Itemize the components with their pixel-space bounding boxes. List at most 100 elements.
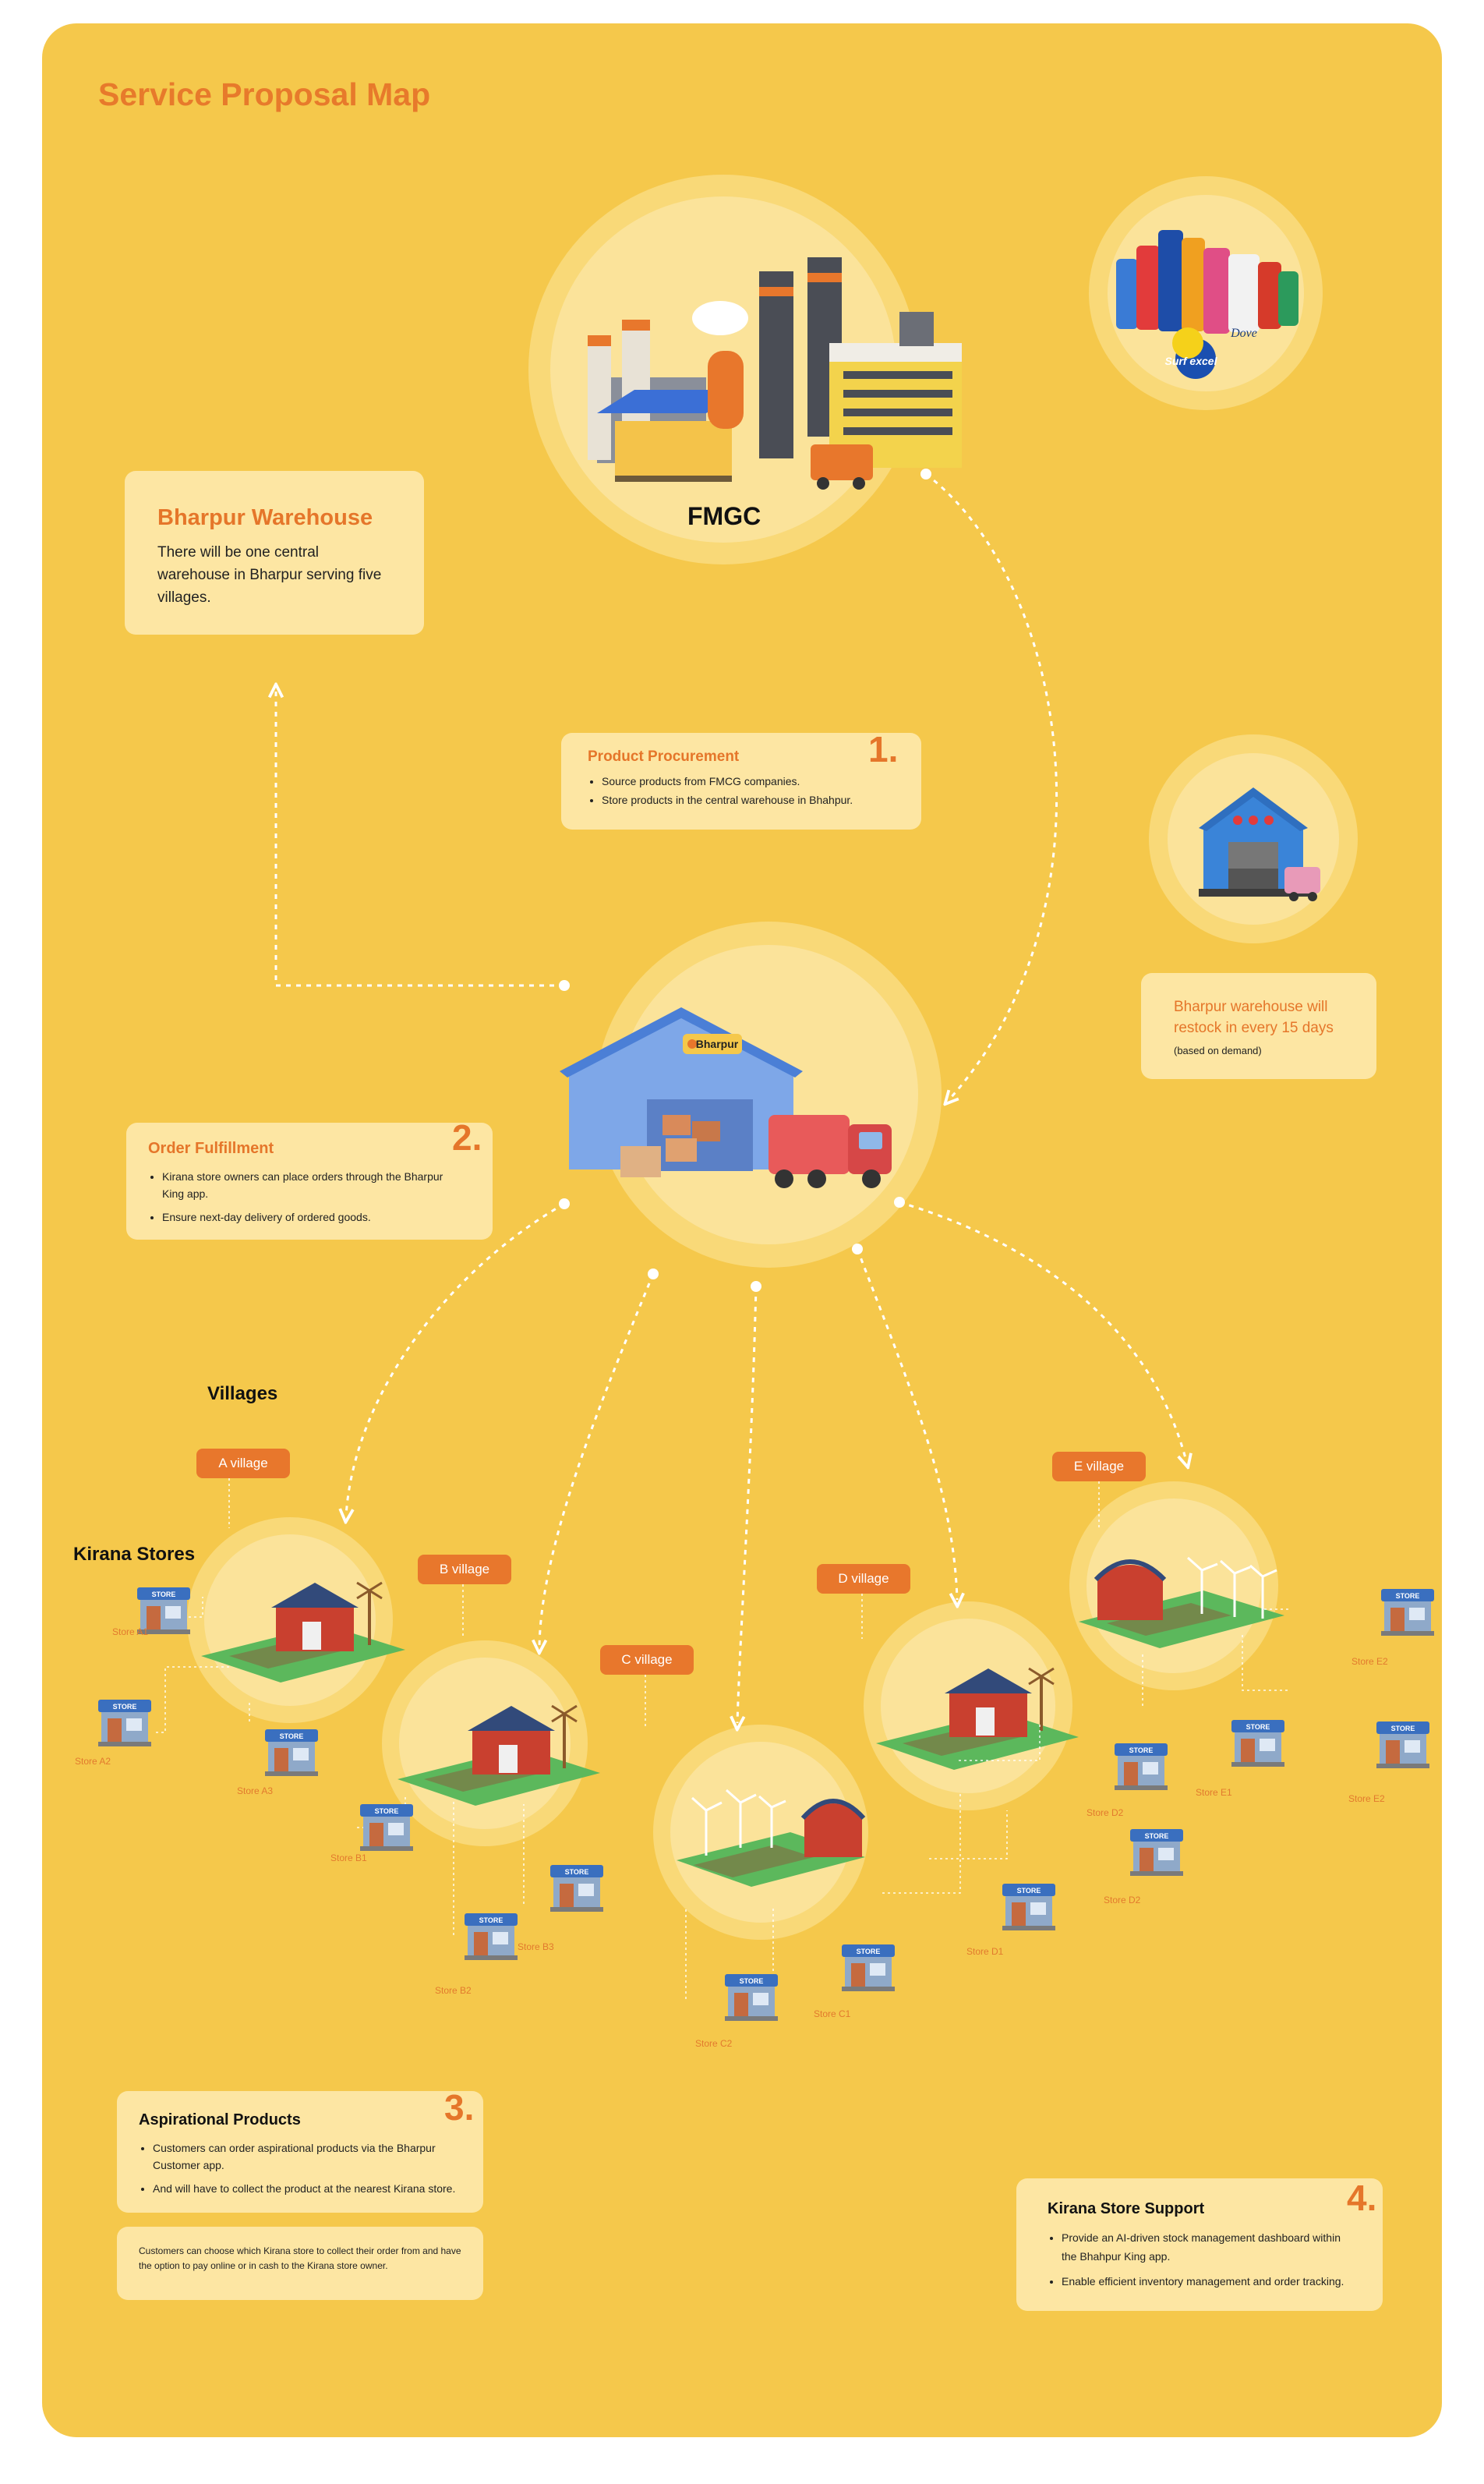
store-icon: STORE — [842, 1944, 895, 1991]
store-icon: STORE — [360, 1804, 413, 1851]
fulfillment-card: Order Fulfillment Kirana store owners ca… — [126, 1123, 493, 1240]
store-icon: STORE — [98, 1700, 151, 1746]
store-sign-label: STORE — [280, 1732, 304, 1740]
step-number-3: 3. — [444, 2086, 474, 2128]
support-card: Kirana Store Support Provide an AI-drive… — [1016, 2178, 1383, 2311]
warehouse-sign: Bharpur — [696, 1038, 739, 1050]
restock-note: (based on demand) — [1174, 1045, 1262, 1056]
procurement-list: Source products from FMCG companies. Sto… — [586, 775, 929, 812]
store-label-e2b: Store E2 — [1348, 1793, 1385, 1804]
restock-card: Bharpur warehouse will restock in every … — [1141, 973, 1376, 1079]
fmgc-label: FMGC — [687, 502, 761, 531]
village-d-circle — [864, 1601, 1079, 1810]
step-number-4: 4. — [1347, 2177, 1376, 2219]
village-a-arrow — [346, 1204, 564, 1516]
aspirational-card: Aspirational Products Customers can orde… — [117, 2091, 483, 2213]
store-icon: STORE — [725, 1974, 778, 2021]
step-number-2: 2. — [452, 1116, 482, 1159]
support-title: Kirana Store Support — [1048, 2200, 1204, 2218]
store-sign-label: STORE — [479, 1916, 504, 1924]
store-icon: STORE — [1002, 1884, 1055, 1930]
store-icon: STORE — [1376, 1721, 1429, 1768]
store-label-c2: Store C2 — [695, 2038, 732, 2049]
store-sign-label: STORE — [1396, 1592, 1420, 1600]
store-sign-label: STORE — [1391, 1725, 1415, 1732]
village-d-arrow — [857, 1249, 957, 1600]
kirana-stores-heading: Kirana Stores — [73, 1544, 195, 1566]
village-c-circle — [653, 1725, 868, 1940]
village-tag-c: C village — [600, 1645, 694, 1675]
aspirational-item: And will have to collect the product at … — [153, 2180, 465, 2197]
store-icon: STORE — [550, 1865, 603, 1912]
restock-circle — [1149, 734, 1358, 943]
store-icon: STORE — [265, 1729, 318, 1776]
store-sign-label: STORE — [565, 1868, 589, 1876]
store-label-b3: Store B3 — [518, 1941, 554, 1952]
villages-heading: Villages — [207, 1383, 277, 1405]
village-b-arrow — [539, 1274, 653, 1647]
procurement-title: Product Procurement — [588, 748, 739, 766]
store-sign-label: STORE — [1145, 1832, 1169, 1840]
procurement-arrow — [926, 474, 1057, 1099]
store-sign-label: STORE — [1129, 1746, 1154, 1754]
fulfillment-item: Ensure next-day delivery of ordered good… — [162, 1208, 458, 1226]
store-label-a3: Store A3 — [237, 1785, 273, 1796]
store-sign-label: STORE — [1017, 1887, 1041, 1895]
procurement-item: Source products from FMCG companies. — [602, 775, 929, 787]
support-item: Enable efficient inventory management an… — [1062, 2272, 1358, 2291]
village-tag-a: A village — [196, 1449, 290, 1478]
dove-label: Dove — [1230, 327, 1257, 340]
store-sign-label: STORE — [375, 1807, 399, 1815]
store-label-d2a: Store D2 — [1086, 1807, 1123, 1818]
store-label-e2a: Store E2 — [1352, 1656, 1388, 1667]
aspirational-list: Customers can order aspirational product… — [137, 2139, 465, 2203]
store-label-b2: Store B2 — [435, 1985, 472, 1996]
store-sign-label: STORE — [152, 1591, 176, 1598]
procurement-item: Store products in the central warehouse … — [602, 794, 929, 806]
store-sign-label: STORE — [1246, 1723, 1270, 1731]
bharpur-warehouse-card: Bharpur Warehouse There will be one cent… — [125, 471, 424, 635]
village-e-circle — [1069, 1481, 1284, 1690]
products-circle: Surf excel Dove — [1089, 176, 1323, 410]
store-icon: STORE — [1381, 1589, 1434, 1636]
restock-title: Bharpur warehouse will restock in every … — [1174, 996, 1361, 1039]
village-c-arrow — [737, 1286, 756, 1723]
store-label-a1: Store A1 — [112, 1626, 148, 1637]
fulfillment-item: Kirana store owners can place orders thr… — [162, 1168, 458, 1202]
village-a-circle — [187, 1517, 405, 1723]
central-warehouse-circle: Bharpur — [560, 922, 942, 1268]
store-label-d1: Store D1 — [966, 1946, 1003, 1957]
village-b-circle — [382, 1640, 600, 1846]
warehouse-card-arrow — [276, 691, 564, 985]
support-item: Provide an AI-driven stock management da… — [1062, 2228, 1358, 2266]
store-sign-label: STORE — [113, 1703, 137, 1711]
step-number-1: 1. — [868, 728, 898, 770]
store-label-c1: Store C1 — [814, 2008, 850, 2019]
proposal-board: Service Proposal Map — [42, 23, 1442, 2437]
aspirational-note-card: Customers can choose which Kirana store … — [117, 2227, 483, 2300]
aspirational-item: Customers can order aspirational product… — [153, 2139, 465, 2174]
bharpur-warehouse-title: Bharpur Warehouse — [157, 505, 373, 531]
aspirational-title: Aspirational Products — [139, 2111, 301, 2129]
village-e-arrow — [899, 1202, 1186, 1461]
surf-excel-label: Surf excel — [1165, 355, 1218, 367]
store-icon: STORE — [1231, 1720, 1284, 1767]
store-icon: STORE — [1130, 1829, 1183, 1876]
fulfillment-list: Kirana store owners can place orders thr… — [147, 1168, 458, 1232]
aspirational-note: Customers can choose which Kirana store … — [139, 2244, 463, 2273]
store-icon: STORE — [465, 1913, 518, 1960]
village-tag-e: E village — [1052, 1452, 1146, 1481]
support-list: Provide an AI-driven stock management da… — [1046, 2228, 1358, 2297]
store-label-a2: Store A2 — [75, 1756, 111, 1767]
store-label-d2b: Store D2 — [1104, 1895, 1140, 1905]
bharpur-warehouse-text: There will be one central warehouse in B… — [157, 541, 391, 609]
store-label-b1: Store B1 — [330, 1852, 367, 1863]
store-label-e1: Store E1 — [1196, 1787, 1232, 1798]
village-tag-d: D village — [817, 1564, 910, 1594]
store-sign-label: STORE — [740, 1977, 764, 1985]
procurement-card: Product Procurement Source products from… — [561, 733, 921, 830]
village-tag-b: B village — [418, 1555, 511, 1584]
store-sign-label: STORE — [857, 1948, 881, 1955]
store-icon: STORE — [1115, 1743, 1168, 1790]
fulfillment-title: Order Fulfillment — [148, 1140, 274, 1158]
